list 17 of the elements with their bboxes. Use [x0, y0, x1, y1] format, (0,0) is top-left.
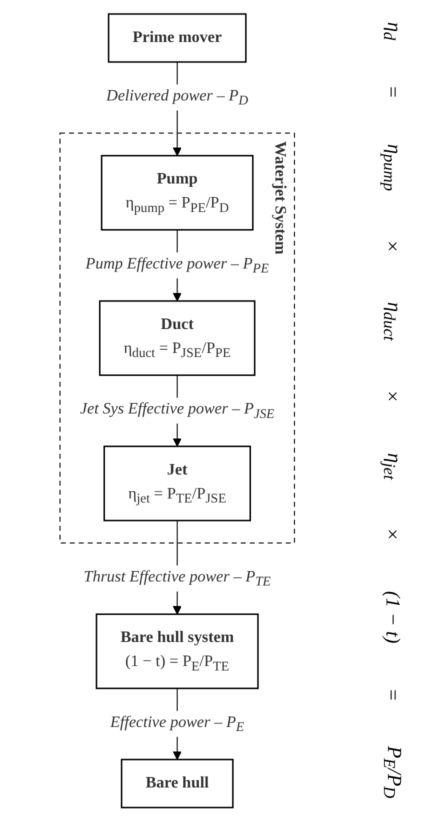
node-box: Jet η$_{jet}$ = P$_{TE}$/P$_{JSE}$ — [104, 445, 252, 521]
node-box: Bare hull — [121, 758, 234, 808]
edge-label: Thrust Effective power – P$_{TE}$ — [84, 568, 272, 588]
efficiency-term: = — [380, 688, 404, 702]
efficiency-term: = — [380, 85, 404, 99]
efficiency-term: × — [380, 524, 404, 546]
node-box: Bare hull system (1 − t) = P$_{E}$/P$_{TE}$ — [96, 613, 259, 689]
edge-label: Jet Sys Effective power – P$_{JSE}$ — [80, 400, 275, 421]
efficiency-term: (1 − t) — [380, 590, 404, 644]
node-box: Duct η$_{duct}$ = P$_{JSE}$/P$_{PE}$ — [99, 300, 256, 376]
node-box: Prime mover — [108, 12, 247, 62]
node-box: Pump η$_{pump}$ = P$_{PE}$/P$_{D}$ — [101, 154, 254, 230]
edge-label: Effective power – P$_{E}$ — [110, 714, 244, 734]
efficiency-term: × — [380, 236, 404, 258]
efficiency-term: × — [380, 386, 404, 408]
edge-label: Pump Effective power – P$_{PE}$ — [86, 255, 270, 276]
edge-label: Delivered power – P$_{D}$ — [106, 87, 248, 108]
